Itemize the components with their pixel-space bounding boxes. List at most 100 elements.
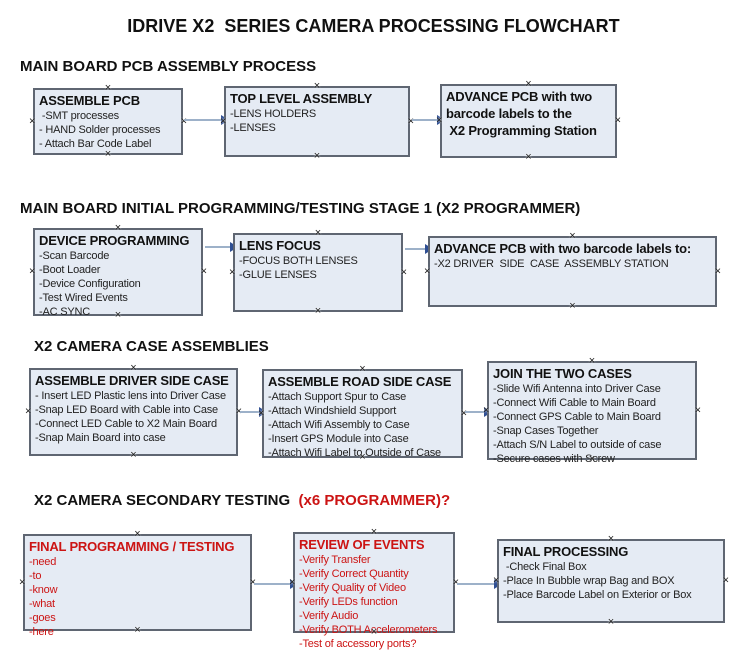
box-item: -Verify BOTH Accelerometers [299, 624, 438, 636]
connection-point-icon [615, 116, 621, 127]
box-item: -LENSES [230, 122, 276, 134]
box-title: ASSEMBLE ROAD SIDE CASE [268, 374, 452, 389]
connection-point-icon [229, 267, 235, 278]
box-title: ADVANCE PCB with two barcode labels to: [434, 241, 692, 256]
flow-box-review-of-events[interactable]: REVIEW OF EVENTS -Verify Transfer -Verif… [293, 532, 455, 650]
connection-point-icon [201, 267, 207, 278]
connection-point-icon [181, 116, 187, 127]
connection-point-icon [723, 576, 729, 587]
box-item: -Device Configuration [39, 278, 141, 290]
connector-arrow[interactable] [405, 244, 433, 254]
connection-point-icon [424, 266, 430, 277]
connector-arrow[interactable] [412, 115, 445, 125]
box-item: -Test Wired Events [39, 292, 128, 304]
connection-point-icon [220, 116, 226, 127]
connector-arrow[interactable] [457, 579, 502, 589]
box-item: -Connect GPS Cable to Main Board [493, 411, 661, 423]
connector-arrow[interactable] [240, 407, 267, 417]
box-item: -Insert GPS Module into Case [268, 433, 409, 445]
flow-box-assemble-driver-side-case[interactable]: ASSEMBLE DRIVER SIDE CASE - Insert LED P… [29, 368, 238, 456]
flow-box-final-processing[interactable]: FINAL PROCESSING -Check Final Box -Place… [497, 539, 725, 623]
section-header-pcb-assembly: MAIN BOARD PCB ASSEMBLY PROCESS [20, 58, 317, 75]
box-item: -need [29, 556, 57, 568]
box-item: -Connect Wifi Cable to Main Board [493, 397, 656, 409]
box-title: JOIN THE TWO CASES [493, 366, 632, 381]
connection-point-icon [289, 577, 295, 588]
connection-point-icon [695, 405, 701, 416]
connection-point-icon [29, 267, 35, 278]
box-title: LENS FOCUS [239, 238, 321, 253]
connection-point-icon [25, 407, 31, 418]
box-item: -Test of accessory ports? [299, 638, 417, 650]
box-item: -Attach Windshield Support [268, 405, 397, 417]
box-item: -FOCUS BOTH LENSES [239, 255, 358, 267]
box-item: -Scan Barcode [39, 250, 110, 262]
connection-point-icon [461, 408, 467, 419]
box-item: -SMT processes [39, 110, 119, 122]
box-item: -Attach Wifi Label to Outside of Case [268, 447, 441, 459]
box-item: -Verify Transfer [299, 554, 371, 566]
box-title: REVIEW OF EVENTS [299, 537, 425, 552]
box-item: -Boot Loader [39, 264, 101, 276]
box-title: ASSEMBLE PCB [39, 93, 140, 108]
box-item: -Attach S/N Label to outside of case [493, 439, 662, 451]
box-item: -X2 DRIVER SIDE CASE ASSEMBLY STATION [434, 258, 669, 270]
connection-point-icon [483, 405, 489, 416]
connection-point-icon [29, 116, 35, 127]
box-item: -here [29, 626, 54, 638]
box-title: barcode labels to the [446, 106, 572, 121]
box-title: FINAL PROGRAMMING / TESTING [29, 539, 235, 554]
flow-box-lens-focus[interactable]: LENS FOCUS -FOCUS BOTH LENSES -GLUE LENS… [233, 233, 403, 312]
box-item: -AC SYNC [39, 306, 90, 318]
section-header-initial-programming: MAIN BOARD INITIAL PROGRAMMING/TESTING S… [20, 200, 581, 217]
section-header-case-assemblies: X2 CAMERA CASE ASSEMBLIES [34, 338, 269, 355]
box-item: - Attach Bar Code Label [39, 138, 152, 150]
box-item: -know [29, 584, 58, 596]
box-item: - HAND Solder processes [39, 124, 161, 136]
box-item: -Attach Support Spur to Case [268, 391, 407, 403]
page-title: IDRIVE X2 SERIES CAMERA PROCESSING FLOWC… [127, 16, 620, 36]
connection-point-icon [493, 576, 499, 587]
connector-arrow[interactable] [254, 579, 298, 589]
box-item: -Verify Quality of Video [299, 582, 406, 594]
box-title: TOP LEVEL ASSEMBLY [230, 91, 373, 106]
box-item: -Verify Audio [299, 610, 359, 622]
flow-box-advance-pcb-driver-side[interactable]: ADVANCE PCB with two barcode labels to: … [428, 236, 717, 307]
flow-box-final-programming-testing[interactable]: FINAL PROGRAMMING / TESTING -need -to -k… [23, 534, 252, 638]
connection-point-icon [401, 267, 407, 278]
box-title: X2 Programming Station [446, 123, 597, 138]
box-item: -LENS HOLDERS [230, 108, 317, 120]
box-item: -goes [29, 612, 56, 624]
box-item: -Verify Correct Quantity [299, 568, 409, 580]
flow-box-assemble-pcb[interactable]: ASSEMBLE PCB -SMT processes - HAND Solde… [33, 88, 183, 155]
flow-box-advance-pcb-programming-station[interactable]: ADVANCE PCB with two barcode labels to t… [440, 84, 617, 158]
connector-arrow[interactable] [465, 407, 492, 417]
flow-box-assemble-road-side-case[interactable]: ASSEMBLE ROAD SIDE CASE -Attach Support … [262, 369, 463, 459]
connection-point-icon [408, 116, 414, 127]
connector-arrow[interactable] [205, 242, 238, 252]
connector-arrow[interactable] [184, 115, 229, 125]
box-title: ASSEMBLE DRIVER SIDE CASE [35, 373, 229, 388]
flow-box-device-programming[interactable]: DEVICE PROGRAMMING -Scan Barcode -Boot L… [33, 228, 203, 318]
box-item: -Slide Wifi Antenna into Driver Case [493, 383, 661, 395]
box-title: DEVICE PROGRAMMING [39, 233, 190, 248]
box-item: -GLUE LENSES [239, 269, 317, 281]
box-title: FINAL PROCESSING [503, 544, 629, 559]
section-header-text: X2 CAMERA SECONDARY TESTING [34, 492, 291, 509]
box-item: -Secure cases with Screw [493, 453, 615, 465]
box-item: -Attach Wifi Assembly to Case [268, 419, 410, 431]
box-item: -Connect LED Cable to X2 Main Board [35, 418, 217, 430]
flow-box-join-the-two-cases[interactable]: JOIN THE TWO CASES -Slide Wifi Antenna i… [487, 361, 697, 465]
connection-point-icon [436, 116, 442, 127]
connection-point-icon [258, 408, 264, 419]
box-item: -what [29, 598, 55, 610]
box-item: -Verify LEDs function [299, 596, 398, 608]
section-header-red-suffix: (x6 PROGRAMMER)? [290, 492, 451, 509]
box-item: -to [29, 570, 42, 582]
box-item: -Snap Main Board into case [35, 432, 166, 444]
box-item: -Place In Bubble wrap Bag and BOX [503, 575, 675, 587]
box-item: -Snap Cases Together [493, 425, 599, 437]
section-header-secondary-testing: X2 CAMERA SECONDARY TESTING (x6 PROGRAMM… [34, 492, 450, 509]
flow-box-top-level-assembly[interactable]: TOP LEVEL ASSEMBLY -LENS HOLDERS -LENSES [224, 86, 410, 157]
